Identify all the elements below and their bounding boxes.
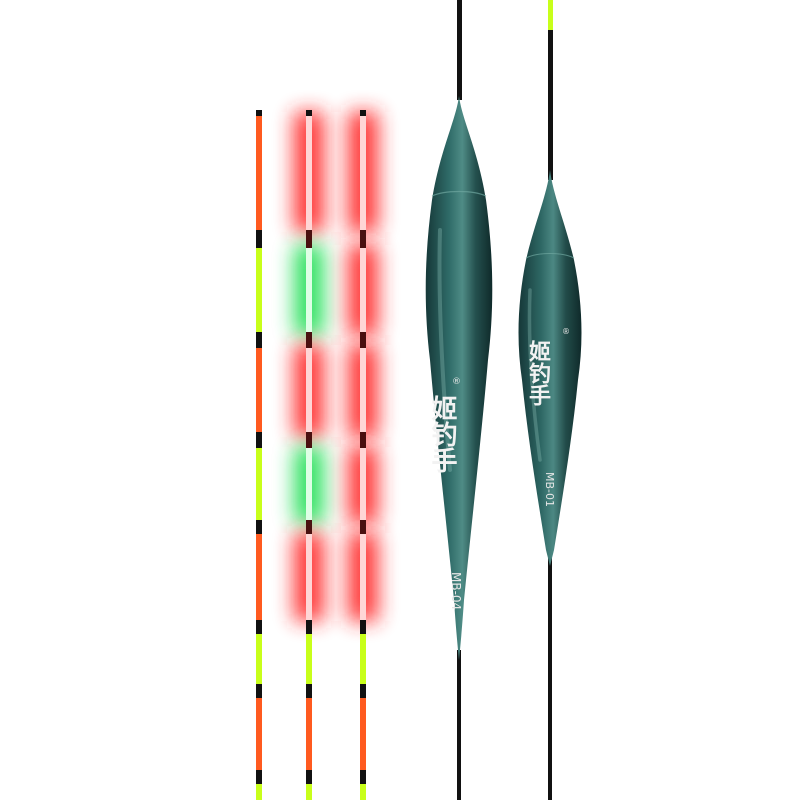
float-tip-red-glow-icon [348,110,378,800]
float-body-icon: 姬钓手 ® MB-04 [425,0,493,800]
registered-mark: ® [562,327,570,336]
brand-text: 姬钓手 [525,339,551,407]
float-body-icon: 姬钓手 ® MB-01 [518,0,582,800]
model-label: MB-04 [449,572,463,610]
float-tip-icon [256,110,262,800]
brand-text: 姬钓手 [427,395,457,473]
float-tip-mixed-glow-icon [294,110,324,800]
model-label: MB-01 [543,472,556,507]
registered-mark: ® [452,377,461,387]
